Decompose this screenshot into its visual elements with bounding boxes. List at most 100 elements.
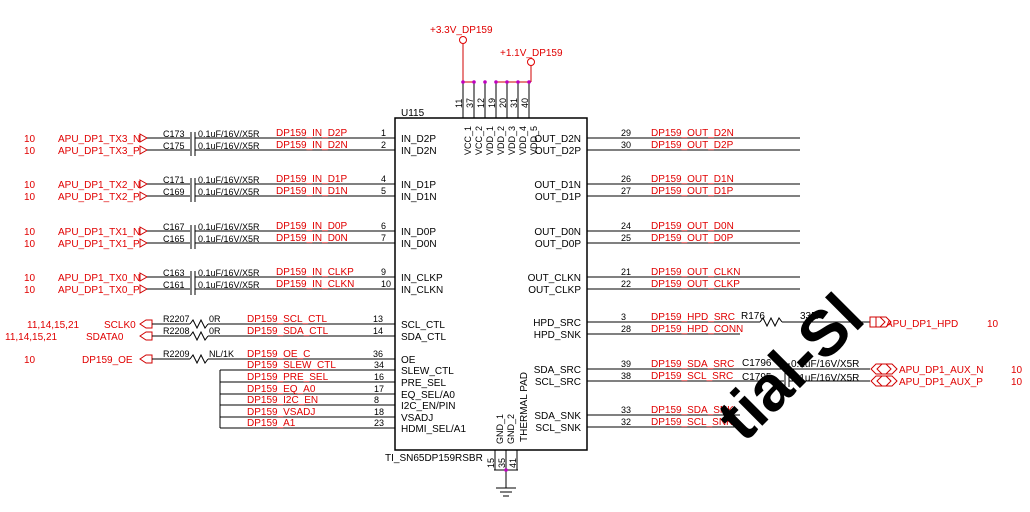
ic-pin-name: SLEW_CTL [401,366,454,377]
aux-p-cap-value: 0.1uF/16V/X5R [791,373,859,384]
output-net: DP159_OUT_D1N [651,174,734,185]
cap-value: 0.1uF/16V/X5R [198,222,260,232]
aux-p-net-label: APU_DP1_AUX_P [899,377,983,388]
output-net: DP159_SCL_SRC [651,371,733,382]
ic-pin-name: OUT_D1N [534,180,581,191]
ic-pin-name: IN_D0N [401,239,437,250]
aux-p-sheet-ref: 10 [1011,377,1023,388]
ic-pin-name: SCL_SNK [535,423,581,434]
ic-pin-name: IN_D0P [401,227,436,238]
output-net: DP159_SDA_SRC [651,359,734,370]
output-net: DP159_SCL_SNK [651,417,733,428]
cap-reference: C167 [163,222,185,232]
strap-net: DP159_A1 [247,418,296,429]
ic-pin-name: OUT_CLKN [528,273,581,284]
strap-net: DP159_VSADJ [247,407,315,418]
ic-pin-number: 4 [381,174,386,184]
input-net-label: APU_DP1_TX0_N [58,273,140,284]
top-pin-name: VDD_4 [518,126,528,155]
top-pin-name: VDD_3 [507,126,517,155]
ic-pin-name: SDA_SNK [534,411,581,422]
net-port-arrow [139,331,153,341]
top-pin-name: VCC_1 [463,126,473,155]
sheet-ref: 11,14,15,21 [27,320,80,331]
resistor-zigzag [189,330,209,342]
ic-pin-name: IN_D1N [401,192,437,203]
ic-pin-name: HPD_SRC [533,318,581,329]
ic-pin-name: SDA_CTL [401,332,446,343]
ic-reference: U115 [401,108,425,119]
top-pin-junction [505,80,509,84]
cap-reference: C171 [163,175,185,185]
ic-pin-number: 23 [374,418,384,428]
ic-pin-name: OUT_D2P [535,146,581,157]
ic-pin-name: SCL_CTL [401,320,445,331]
sheet-ref: 10 [24,180,36,191]
top-pin-name: VDD_2 [496,126,506,155]
cap-reference: C165 [163,234,185,244]
net-port-arrow [139,272,149,282]
sheet-ref: 10 [24,355,36,366]
sheet-ref: 11,14,15,21 [5,332,58,343]
ic-pin-name: HDMI_SEL/A1 [401,424,466,435]
top-pin-junction [483,80,487,84]
aux-n-net-label: APU_DP1_AUX_N [899,365,983,376]
bottom-pin-number: 41 [508,458,518,468]
net-port-arrow [139,226,149,236]
net-port-arrow [139,319,153,329]
resistor-reference: R2208 [163,326,190,336]
control-net-label: SDATA0 [86,332,124,343]
ic-pin-number: 16 [374,372,384,382]
cap-value: 0.1uF/16V/X5R [198,280,260,290]
cap-reference: C169 [163,187,185,197]
power-rail-1v1: +1.1V_DP159 [495,48,563,83]
top-pin-name: VDD_1 [485,126,495,155]
strap-net: DP159_EQ_A0 [247,384,316,395]
input-net-label: APU_DP1_TX1_N [58,227,140,238]
input-net-label: APU_DP1_TX2_N [58,180,140,191]
ic-pin-name: PRE_SEL [401,378,446,389]
ic-body [394,117,588,451]
cap-reference: C161 [163,280,185,290]
bottom-pin-name: GND_2 [506,414,516,444]
net-port-arrow [139,179,149,189]
ic-pin-name: OUT_D1P [535,192,581,203]
ic-pin-number: 25 [621,233,631,243]
net-port-arrow [139,191,149,201]
hpd-resistor-ref: R176 [741,311,765,322]
ic-input-net: DP159_IN_D0P [276,221,347,232]
ic-input-net: DP159_IN_CLKP [276,267,354,278]
ic-pin-number: 1 [381,128,386,138]
top-pin-number: 31 [509,98,519,108]
bottom-pin-number: 35 [497,458,507,468]
ic-pin-number: 27 [621,186,631,196]
ic-control-net: DP159_SCL_CTL [247,314,327,325]
ic-pin-name: OUT_D0P [535,239,581,250]
ic-pin-name: SDA_SRC [534,365,581,376]
ic-pin-number: 33 [621,405,631,415]
input-net-label: APU_DP1_TX1_P [58,239,140,250]
ic-pin-number: 3 [621,312,626,322]
top-pin-number: 37 [465,98,475,108]
bottom-pin-number: 15 [486,458,496,468]
top-pin-junction [472,80,476,84]
resistor-value: 0R [209,326,221,336]
ic-pin-number: 13 [373,314,383,324]
bottom-pin-name: GND_1 [495,414,505,444]
ic-pin-name: IN_CLKP [401,273,443,284]
hpd-sheet-ref: 10 [987,319,999,330]
output-net: DP159_HPD_CONN [651,324,743,335]
ic-pin-name: IN_CLKN [401,285,443,296]
ground-symbol [494,468,518,497]
ic-input-net: DP159_IN_D1N [276,186,348,197]
output-net: DP159_SDA_SNK [651,405,734,416]
ic-pin-number: 34 [374,360,384,370]
ic-pin-name: EQ_SEL/A0 [401,390,455,401]
ic-pin-number: 24 [621,221,631,231]
sheet-ref: 10 [24,239,36,250]
ic-pin-number: 5 [381,186,386,196]
